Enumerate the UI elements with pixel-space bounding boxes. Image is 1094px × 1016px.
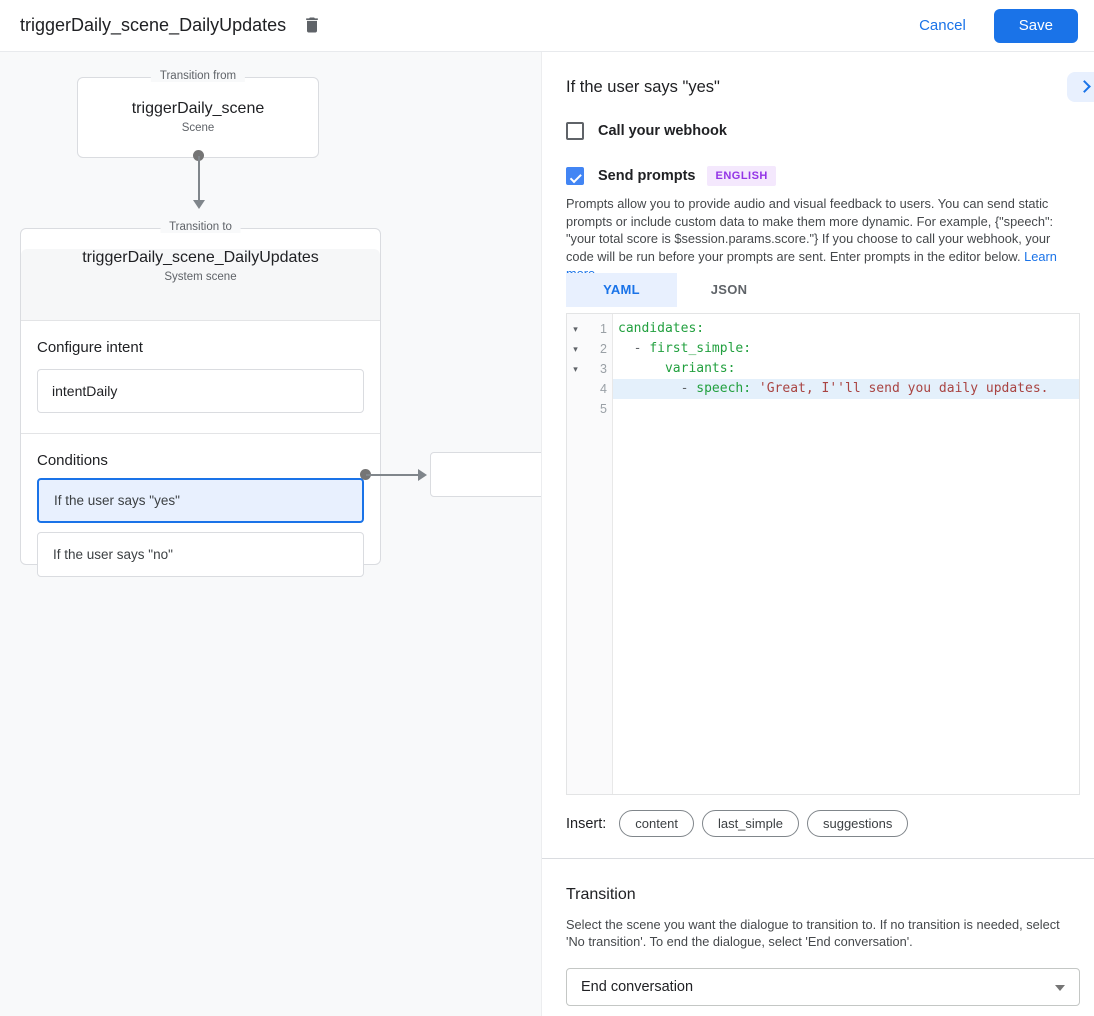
insert-chip-last_simple[interactable]: last_simple	[701, 810, 799, 837]
transition-dropdown[interactable]: End conversation	[566, 968, 1080, 1006]
line-number: 4	[600, 382, 607, 396]
transition-target-node[interactable]	[430, 452, 541, 497]
transition-from-label: Transition from	[150, 70, 246, 82]
insert-chips: content last_simple suggestions	[619, 810, 916, 837]
arrowhead-down-icon	[193, 200, 205, 209]
insert-chip-content[interactable]: content	[619, 810, 694, 837]
save-button[interactable]: Save	[993, 8, 1078, 43]
connector-line	[197, 156, 200, 201]
send-prompts-label: Send prompts	[598, 168, 696, 184]
send-prompts-checkbox[interactable]	[566, 167, 584, 185]
editor-gutter: ▾ 1 ▾ 2 ▾ 3 4 5	[567, 314, 613, 794]
topbar: triggerDaily_scene_DailyUpdates Cancel S…	[0, 0, 1094, 52]
arrowhead-right-icon	[418, 469, 427, 481]
code-line[interactable]: - first_simple:	[618, 341, 752, 356]
configure-intent-section: Configure intent intentDaily	[21, 321, 380, 434]
line-number: 3	[600, 362, 607, 376]
transition-description: Select the scene you want the dialogue t…	[566, 917, 1060, 949]
condition-item[interactable]: If the user says "no"	[37, 532, 364, 577]
code-line[interactable]: variants:	[664, 361, 736, 376]
tab-json[interactable]: JSON	[710, 282, 748, 297]
panel-title: If the user says "yes"	[566, 78, 720, 96]
collapse-panel-button[interactable]	[1067, 72, 1094, 102]
language-badge: ENGLISH	[707, 166, 776, 186]
configure-intent-heading: Configure intent	[37, 339, 143, 356]
connector-dot	[360, 469, 371, 480]
transition-heading: Transition	[566, 886, 636, 903]
scene-card-header[interactable]: triggerDaily_scene_DailyUpdates System s…	[21, 249, 380, 321]
code-line[interactable]: - speech: 'Great, I''ll send you daily u…	[613, 379, 1079, 399]
call-webhook-label: Call your webhook	[598, 123, 727, 139]
code-line[interactable]	[613, 399, 1079, 419]
cancel-button[interactable]: Cancel	[919, 17, 966, 34]
from-scene-type: Scene	[181, 122, 215, 134]
conditions-heading: Conditions	[37, 452, 108, 469]
line-number: 2	[600, 342, 607, 356]
to-scene-type: System scene	[164, 271, 237, 283]
triangle-down-icon[interactable]: ▾	[573, 323, 578, 334]
chevron-right-icon	[1078, 80, 1091, 93]
editor-code[interactable]: candidates: - first_simple: variants: - …	[613, 314, 1079, 794]
from-scene-name: triggerDaily_scene	[131, 100, 265, 117]
code-line[interactable]: candidates:	[618, 321, 705, 336]
scene-diagram-panel: Transition from triggerDaily_scene Scene…	[0, 52, 541, 1016]
delete-scene-button[interactable]	[302, 15, 322, 37]
insert-label: Insert:	[566, 815, 607, 832]
connector-line	[366, 474, 420, 476]
page-title: triggerDaily_scene_DailyUpdates	[20, 15, 287, 35]
editor-tabs: YAML JSON	[566, 273, 781, 307]
to-scene-name: triggerDaily_scene_DailyUpdates	[82, 249, 319, 266]
line-number: 1	[600, 322, 607, 336]
insert-row: Insert: content last_simple suggestions	[566, 810, 916, 837]
prompts-row: Send prompts ENGLISH	[566, 166, 776, 186]
prompts-description: Prompts allow you to provide audio and v…	[566, 195, 1080, 283]
transition-dropdown-value: End conversation	[581, 979, 694, 995]
prompts-description-text: Prompts allow you to provide audio and v…	[566, 196, 1054, 264]
conditions-section: Conditions If the user says "yes"If the …	[21, 434, 380, 597]
connector-dot	[193, 150, 204, 161]
call-webhook-checkbox[interactable]	[566, 122, 584, 140]
yaml-editor[interactable]: ▾ 1 ▾ 2 ▾ 3 4 5 candidates: - first_simple: var…	[566, 313, 1080, 795]
condition-detail-panel: If the user says "yes" Call your webhook…	[541, 52, 1094, 1016]
transition-from-node[interactable]: Transition from triggerDaily_scene Scene	[77, 70, 319, 158]
caret-down-icon	[1055, 985, 1065, 991]
transition-to-label: Transition to	[160, 221, 241, 233]
triangle-down-icon[interactable]: ▾	[573, 343, 578, 354]
tab-yaml[interactable]: YAML	[566, 273, 677, 307]
webhook-row: Call your webhook	[566, 122, 727, 140]
triangle-down-icon[interactable]: ▾	[573, 363, 578, 374]
insert-chip-suggestions[interactable]: suggestions	[806, 810, 909, 837]
transition-to-card: Transition to triggerDaily_scene_DailyUp…	[20, 221, 381, 577]
line-number: 5	[600, 402, 607, 416]
section-divider	[542, 858, 1094, 859]
conditions-list: If the user says "yes" If the user says "…	[37, 478, 364, 577]
condition-item[interactable]: If the user says "yes"	[37, 478, 364, 523]
intent-item[interactable]: intentDaily	[37, 369, 364, 413]
topbar-actions: Cancel Save	[919, 8, 1078, 43]
trash-icon	[302, 17, 322, 38]
